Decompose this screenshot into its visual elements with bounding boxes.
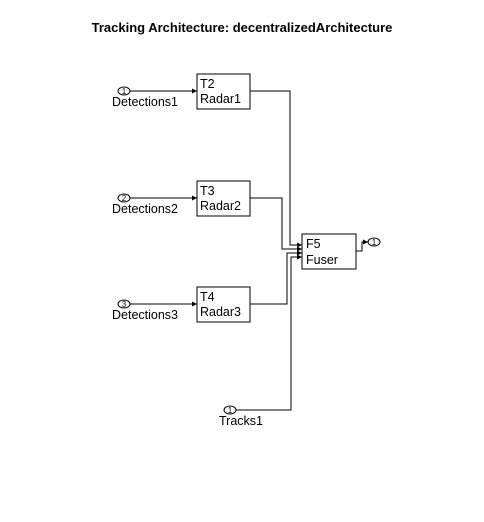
tracker-radar3-id: T4 [200, 290, 215, 304]
diagram-title: Tracking Architecture: decentralizedArch… [91, 20, 393, 35]
inport-detections3[interactable]: 3 Detections3 [112, 299, 178, 322]
tracker-block-radar1[interactable]: T2 Radar1 [196, 73, 251, 110]
tracker-radar2-name: Radar2 [200, 199, 241, 213]
signal-line-tracks1-to-fuser [236, 254, 302, 411]
inport-detections2-number: 2 [122, 194, 127, 203]
inport-tracks1[interactable]: 1 Tracks1 [219, 405, 263, 428]
fuser-name: Fuser [306, 253, 338, 267]
tracker-radar1-name: Radar1 [200, 92, 241, 106]
inport-detections3-label: Detections3 [112, 308, 178, 322]
tracker-block-radar2[interactable]: T3 Radar2 [196, 180, 251, 217]
signal-line-fuser-to-outport [356, 239, 368, 252]
tracker-radar3-name: Radar3 [200, 305, 241, 319]
inport-detections2[interactable]: 2 Detections2 [112, 193, 178, 216]
fuser-id: F5 [306, 237, 321, 251]
signal-line-radar3-to-fuser [250, 250, 302, 305]
tracker-radar2-id: T3 [200, 184, 215, 198]
inport-detections1-number: 1 [122, 87, 127, 96]
inport-detections1[interactable]: 1 Detections1 [112, 86, 178, 109]
signal-line-radar2-to-fuser [250, 197, 302, 252]
inport-tracks1-label: Tracks1 [219, 414, 263, 428]
tracker-radar1-id: T2 [200, 77, 215, 91]
inport-detections1-label: Detections1 [112, 95, 178, 109]
fuser-block[interactable]: F5 Fuser [301, 233, 357, 270]
signal-line-radar1-to-fuser [250, 90, 302, 248]
tracker-block-radar3[interactable]: T4 Radar3 [196, 286, 251, 323]
inport-detections3-number: 3 [122, 300, 127, 309]
inport-detections2-label: Detections2 [112, 202, 178, 216]
inport-tracks1-number: 1 [228, 406, 233, 415]
outport-1[interactable]: 1 [367, 237, 381, 247]
outport-number: 1 [372, 238, 377, 247]
